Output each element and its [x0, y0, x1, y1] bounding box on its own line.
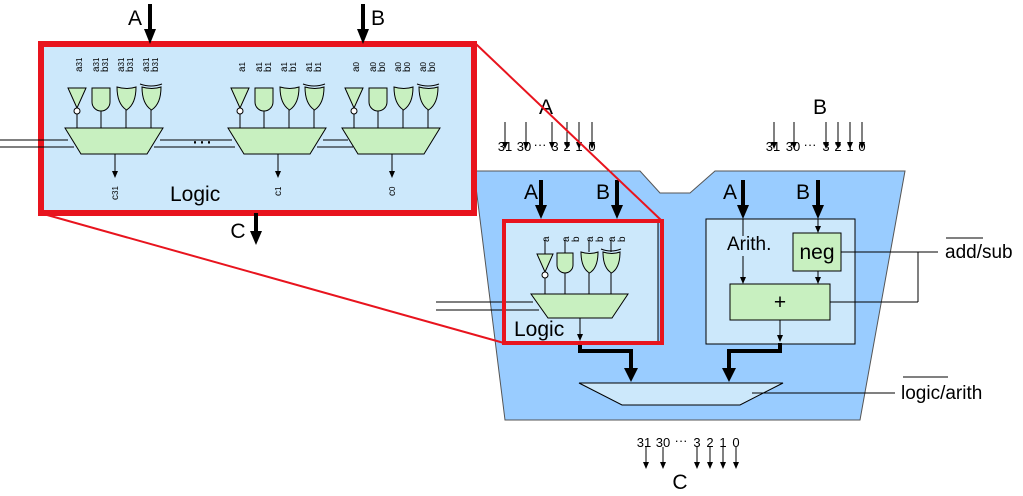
logic-a-label: A: [524, 181, 538, 204]
b-bit-2: 2: [834, 139, 841, 154]
a-bit-31: 31: [498, 139, 512, 154]
s31-l7: b31: [150, 57, 161, 72]
arith-a-label: A: [723, 181, 737, 204]
output-mux: [578, 382, 784, 406]
slice-31: [44, 83, 235, 178]
s31-l2: a31: [91, 57, 102, 72]
small-a0-2: a: [561, 236, 572, 242]
slice-ellipsis: ···: [192, 130, 213, 153]
s1-out: c1: [273, 186, 284, 196]
s1-l2: a1: [254, 61, 265, 72]
small-logic-label: Logic: [514, 318, 564, 341]
small-a0-1: a: [541, 236, 552, 242]
s1-l6: a1: [304, 61, 315, 72]
b-bit-1: 1: [846, 139, 853, 154]
b-bit-0: 0: [858, 139, 865, 154]
neg-block: [792, 232, 842, 272]
small-xor-gate: [602, 251, 621, 274]
arith-b-label: B: [796, 181, 810, 204]
neg-label: neg: [799, 241, 834, 264]
add-sub-label: add/sub: [945, 242, 1013, 263]
s0-l6: a0: [418, 61, 429, 72]
s0-l1: a0: [351, 61, 362, 72]
small-a0-4: a: [607, 236, 618, 242]
adder-block: [729, 283, 831, 321]
zoom-a-label: A: [128, 7, 142, 30]
c-bit-1: 1: [719, 435, 726, 450]
zoom-b-label: B: [371, 7, 385, 30]
a-bit-dots: ···: [534, 137, 547, 152]
alu-c-label: C: [672, 471, 687, 494]
logic-unit-box: [503, 220, 659, 344]
a-bit-1: 1: [575, 139, 582, 154]
adder-label: +: [774, 291, 786, 314]
slice-0: [341, 83, 441, 178]
s31-l6: a31: [141, 57, 152, 72]
c-bit-31: 31: [637, 435, 651, 450]
s31-l4: a31: [116, 57, 127, 72]
a-bit-2: 2: [563, 139, 570, 154]
arith-label: Arith.: [727, 234, 771, 255]
small-b0-3: b: [617, 236, 628, 242]
b-bit-31: 31: [766, 139, 780, 154]
logic-b-label: B: [596, 181, 610, 204]
a-bit-30: 30: [517, 139, 531, 154]
slice-1: [227, 83, 353, 178]
b-bus-input-ticks: [771, 122, 865, 149]
zoom-logic-label: Logic: [170, 183, 220, 206]
zoom-source-frame: [502, 219, 664, 345]
inner-bus-arrows: [535, 180, 824, 219]
s31-l5: b31: [125, 57, 136, 72]
small-and-gate: [556, 252, 574, 274]
logic-arith-label: logic/arith: [901, 383, 982, 404]
s0-l5: b0: [402, 61, 413, 72]
output-buses: [578, 343, 782, 382]
zoom-line-bottom: [39, 212, 505, 344]
alu-b-label: B: [813, 96, 827, 119]
a-bus-input-ticks: [502, 122, 595, 149]
b-bit-3: 3: [822, 139, 829, 154]
c-bit-30: 30: [656, 435, 670, 450]
zoom-line-top: [475, 43, 663, 222]
s1-l3: b1: [263, 61, 274, 72]
small-logic-mux: [530, 293, 629, 319]
s0-l3: b0: [377, 61, 388, 72]
small-b0-2: b: [595, 236, 606, 242]
zoom-c-label: C: [230, 220, 245, 243]
s0-l4: a0: [393, 61, 404, 72]
c-bit-2: 2: [706, 435, 713, 450]
small-or-gate: [580, 251, 599, 274]
s0-out: c0: [387, 186, 398, 196]
arith-wires: [740, 219, 938, 342]
s0-l7: b0: [427, 61, 438, 72]
s0-l2: a0: [368, 61, 379, 72]
s31-l1: a31: [74, 57, 85, 72]
s1-l1: a1: [237, 61, 248, 72]
a-bit-3: 3: [551, 139, 558, 154]
b-bit-30: 30: [786, 139, 800, 154]
a-bit-0: 0: [588, 139, 595, 154]
c-bit-0: 0: [732, 435, 739, 450]
c-bit-3: 3: [693, 435, 700, 450]
s31-l3: b31: [100, 57, 111, 72]
s1-l7: b1: [313, 61, 324, 72]
s31-out: c31: [110, 186, 121, 200]
b-bit-dots: ···: [804, 137, 817, 152]
small-a0-3: a: [585, 236, 596, 242]
s1-l4: a1: [279, 61, 290, 72]
s1-l5: b1: [288, 61, 299, 72]
small-logic-slice: [436, 240, 629, 341]
c-bit-dots: ···: [675, 433, 688, 448]
small-b0-1: b: [571, 236, 582, 242]
c-bus-output-ticks: [643, 447, 739, 469]
